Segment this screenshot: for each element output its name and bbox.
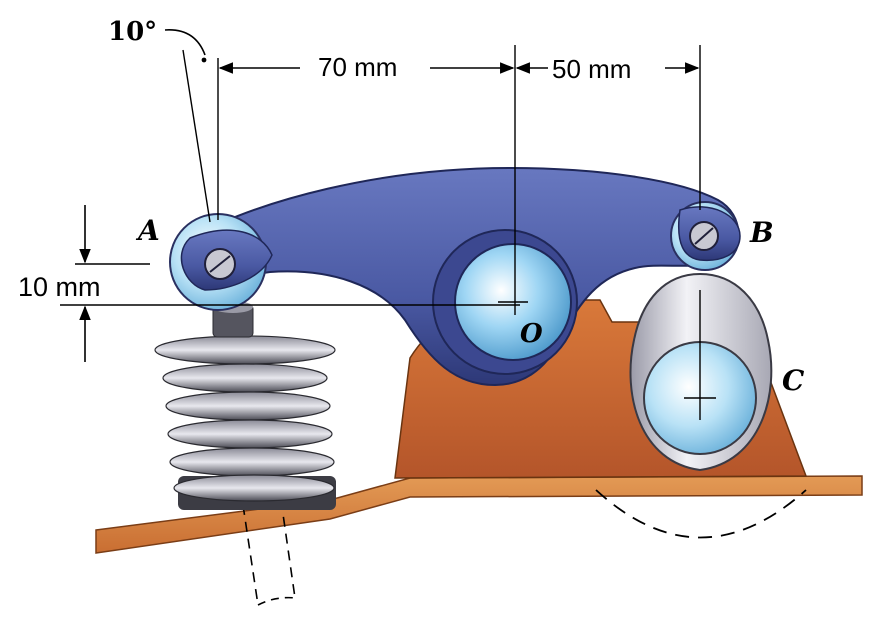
roller-a (169, 213, 273, 311)
valve-spring (154, 301, 336, 510)
roller-b (670, 201, 741, 271)
ground-surface (95, 475, 863, 554)
point-o-label: O (520, 319, 543, 349)
point-c-label: C (782, 364, 805, 397)
angle-label: 10° (108, 17, 157, 47)
dim-50-label: 50 mm (552, 54, 631, 84)
point-a-label: A (135, 214, 160, 247)
centerlines (60, 45, 701, 315)
valve-stem-hidden (242, 499, 297, 606)
dim-70-label: 70 mm (318, 52, 397, 82)
cam-hidden-arc (595, 489, 807, 539)
dim-10-label: 10 mm (18, 272, 101, 302)
point-b-label: B (749, 216, 774, 249)
angle-indicator (164, 29, 211, 223)
cam-c (629, 272, 773, 472)
